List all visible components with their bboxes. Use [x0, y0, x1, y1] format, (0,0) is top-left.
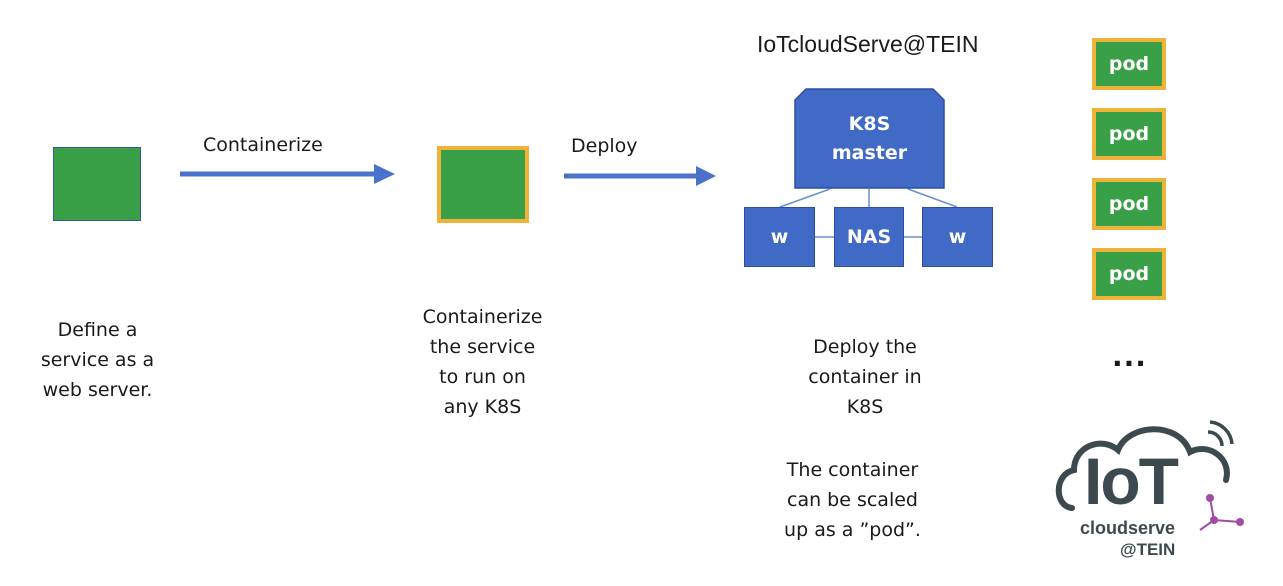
- containerize-arrow: [180, 164, 395, 184]
- deploy-line-3: K8S: [846, 396, 884, 418]
- nas-node: NAS: [834, 207, 904, 267]
- k8s-master-line-1: K8S: [848, 113, 891, 135]
- k8s-master-shape: [794, 88, 945, 189]
- logo-tein-text: @TEIN: [1120, 540, 1176, 559]
- containerize-description: Containerize the service to run on any K…: [400, 302, 565, 422]
- k8s-master-line-2: master: [831, 142, 908, 164]
- deploy-arrow: [564, 166, 716, 186]
- worker-node-left: w: [744, 207, 815, 267]
- k8s-master-label: K8S master: [794, 110, 945, 168]
- worker-node-right: w: [922, 207, 993, 267]
- logo-iot-text: IoT: [1084, 444, 1179, 518]
- logo-graphic: [1055, 420, 1244, 531]
- scale-line-2: can be scaled: [787, 489, 918, 511]
- containerize-line-2: the service: [429, 336, 536, 358]
- more-pods-ellipsis: ...: [1112, 340, 1147, 373]
- scale-line-3: up as a ”pod”.: [784, 519, 921, 541]
- pod-box: pod: [1092, 38, 1166, 90]
- deploy-description: Deploy the container in K8S: [785, 332, 945, 422]
- deploy-line-2: container in: [808, 366, 922, 388]
- define-line-2: service as a: [40, 349, 155, 371]
- cluster-links: [779, 188, 958, 238]
- pod-box: pod: [1092, 248, 1166, 300]
- container-square: [437, 146, 529, 223]
- pod-box: pod: [1092, 178, 1166, 230]
- define-line-3: web server.: [42, 379, 153, 401]
- diagram-title: IoTcloudServe@TEIN: [757, 31, 979, 57]
- iot-cloudserve-logo: IoT cloudserve @TEIN: [1050, 410, 1250, 580]
- define-line-1: Define a: [57, 319, 138, 341]
- deploy-arrow-label: Deploy: [571, 135, 638, 157]
- pod-box: pod: [1092, 108, 1166, 160]
- logo-cloudserve-text: cloudserve: [1080, 518, 1176, 538]
- containerize-line-1: Containerize: [422, 306, 543, 328]
- containerize-line-3: to run on: [439, 366, 526, 388]
- define-service-label: Define a service as a web server.: [20, 315, 175, 405]
- containerize-arrow-label: Containerize: [203, 134, 323, 156]
- deploy-line-1: Deploy the: [813, 336, 917, 358]
- scale-line-1: The container: [786, 459, 919, 481]
- service-square: [53, 147, 141, 221]
- containerize-line-4: any K8S: [443, 396, 522, 418]
- scale-description: The container can be scaled up as a ”pod…: [770, 455, 935, 545]
